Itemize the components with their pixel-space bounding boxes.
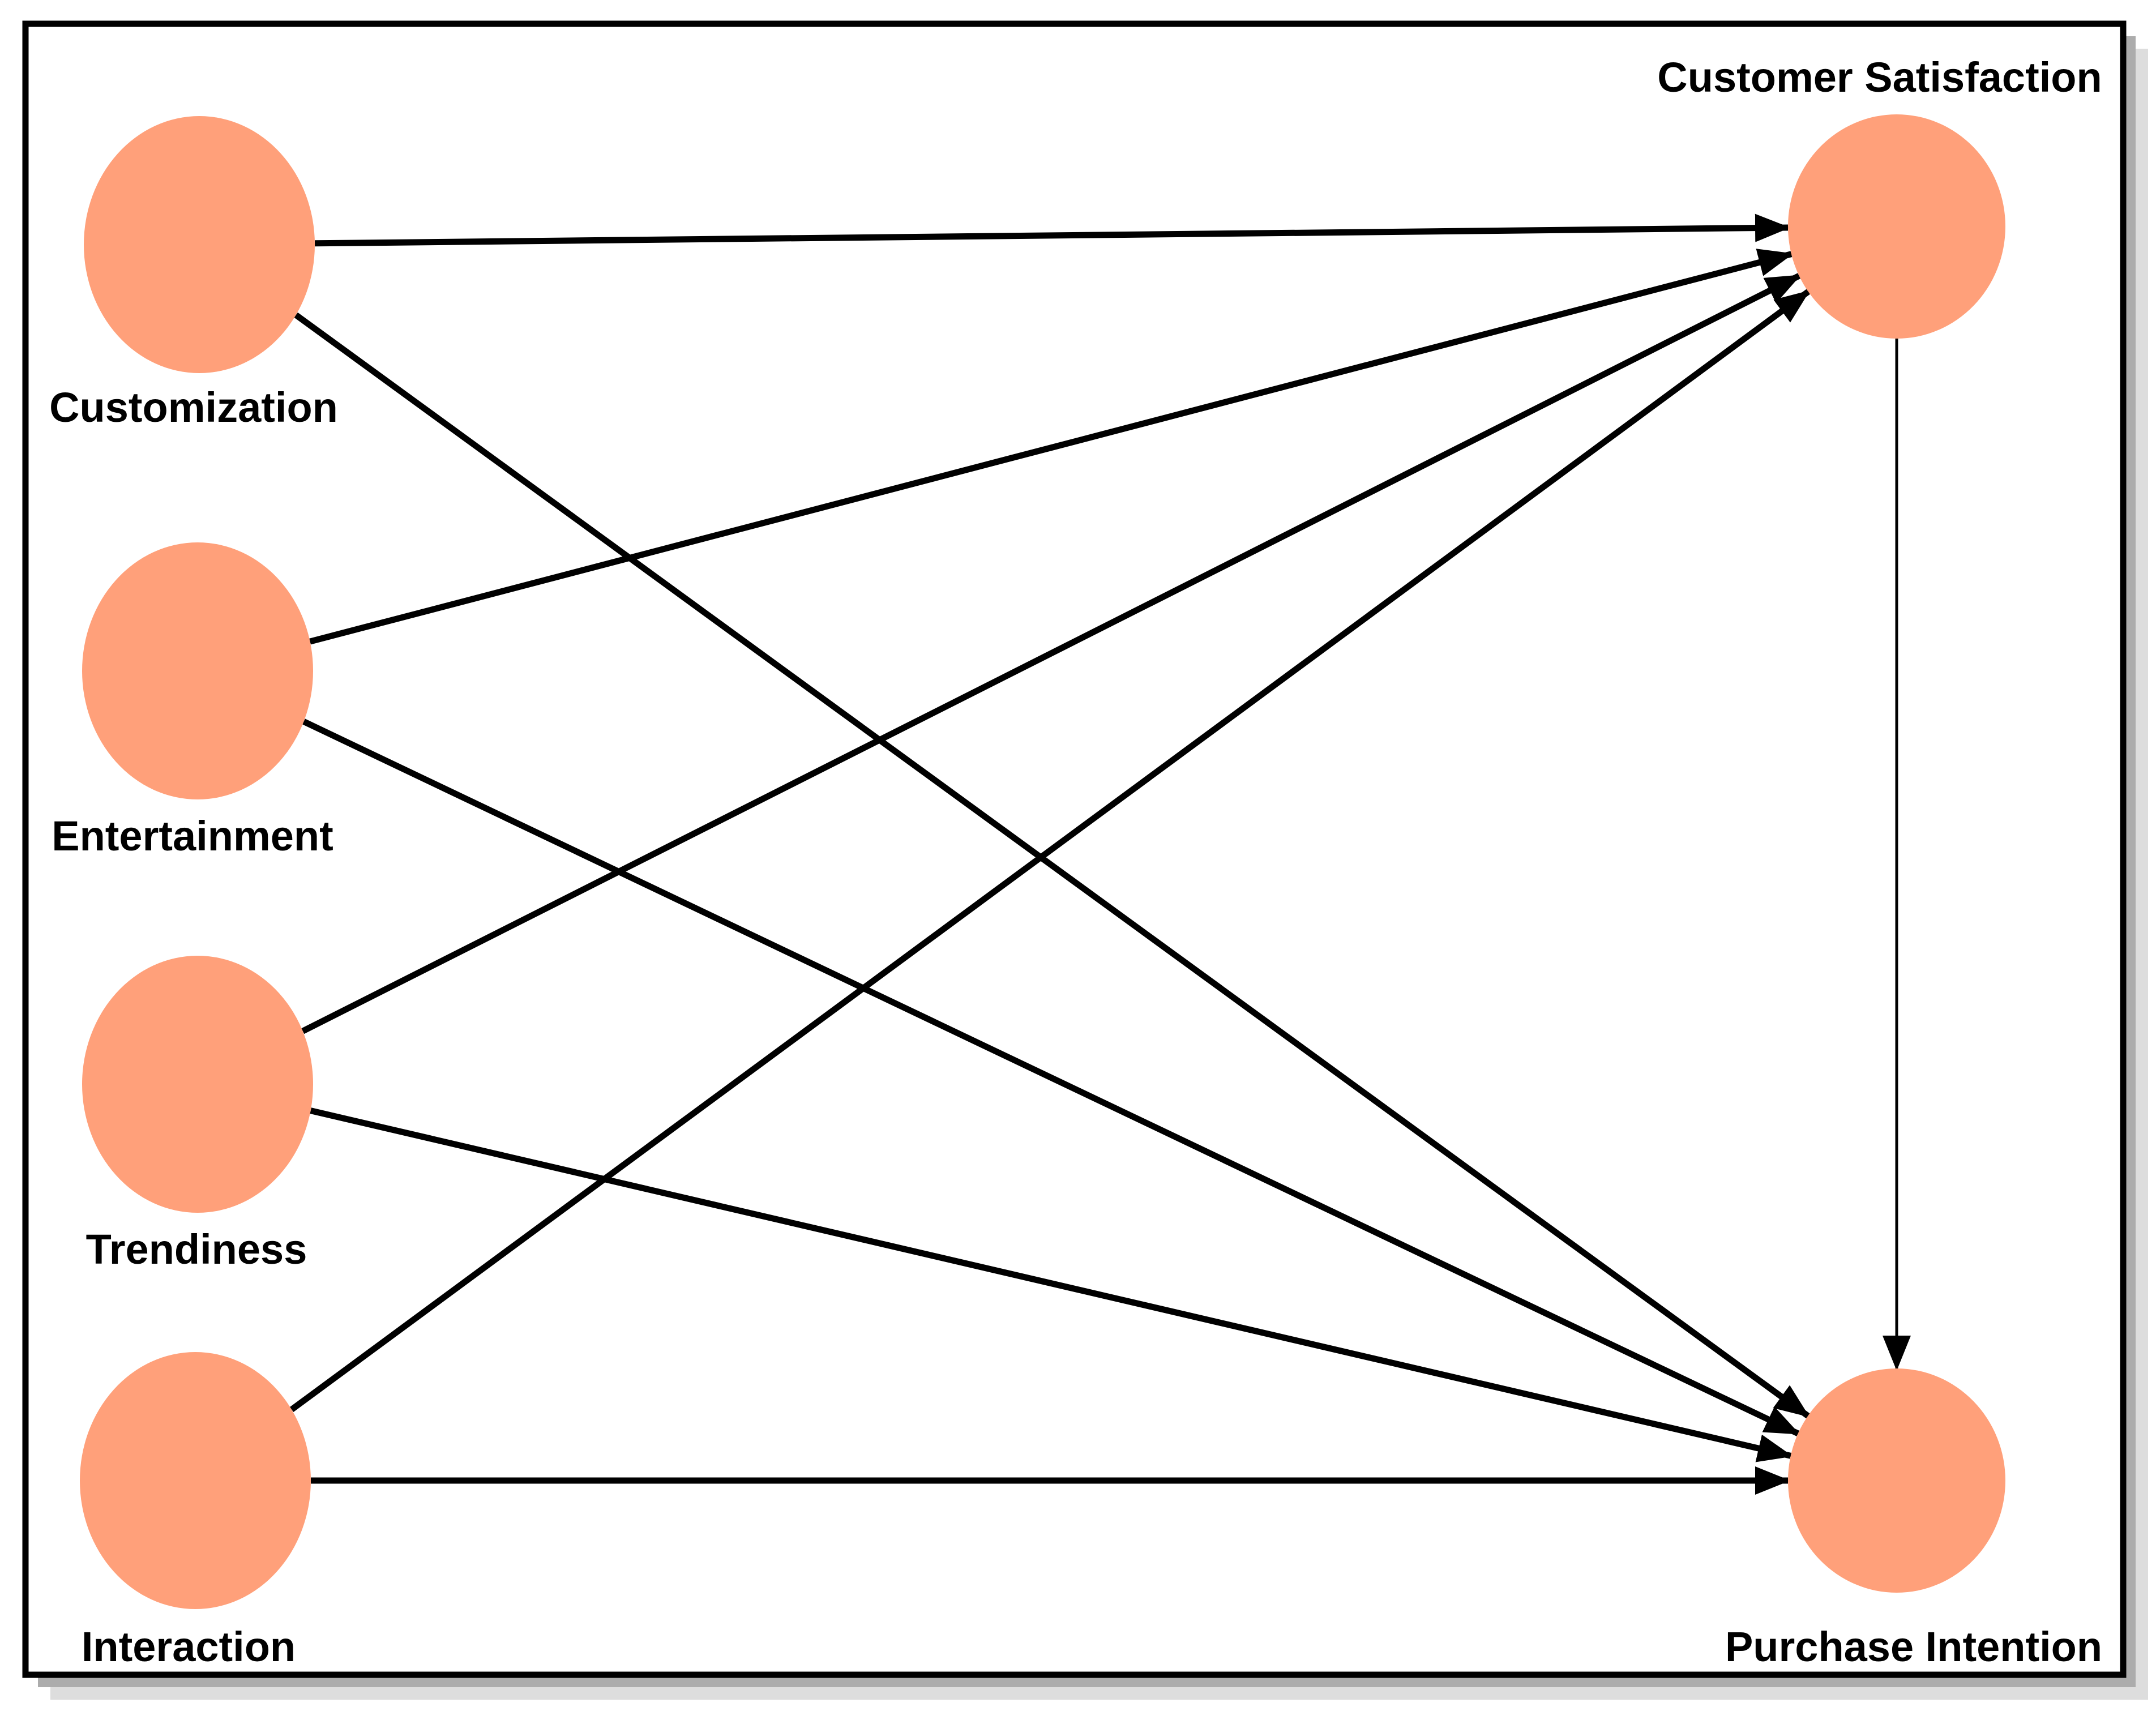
node-label-entertainment: Entertainment [52, 812, 333, 859]
node-circle-interaction [80, 1352, 311, 1609]
node-label-interaction: Interaction [82, 1623, 296, 1670]
nodes-layer [80, 114, 2005, 1609]
node-circle-entertainment [82, 542, 313, 799]
node-circle-purchase_intention [1788, 1368, 2005, 1593]
node-label-purchase_intention: Purchase Intention [1725, 1623, 2102, 1670]
edge-customization-to-customer_satisfaction [314, 213, 1790, 247]
edge-trendiness-to-customer_satisfaction [301, 273, 1802, 1034]
node-label-customization: Customization [49, 384, 338, 431]
node-circle-trendiness [82, 956, 313, 1213]
node-label-trendiness: Trendiness [86, 1226, 307, 1273]
node-circle-customization [84, 116, 315, 373]
labels-layer: CustomizationEntertainmentTrendinessInte… [49, 54, 2102, 1670]
edge-customization-to-purchase_intention [294, 312, 1810, 1419]
edge-interaction-to-customer_satisfaction [289, 289, 1811, 1413]
edge-trendiness-to-purchase_intention [310, 1107, 1793, 1462]
node-label-customer_satisfaction: Customer Satisfaction [1657, 54, 2102, 101]
edges-layer [289, 213, 1911, 1495]
node-circle-customer_satisfaction [1788, 114, 2005, 339]
edge-entertainment-to-customer_satisfaction [309, 249, 1794, 645]
edge-entertainment-to-purchase_intention [302, 718, 1800, 1436]
